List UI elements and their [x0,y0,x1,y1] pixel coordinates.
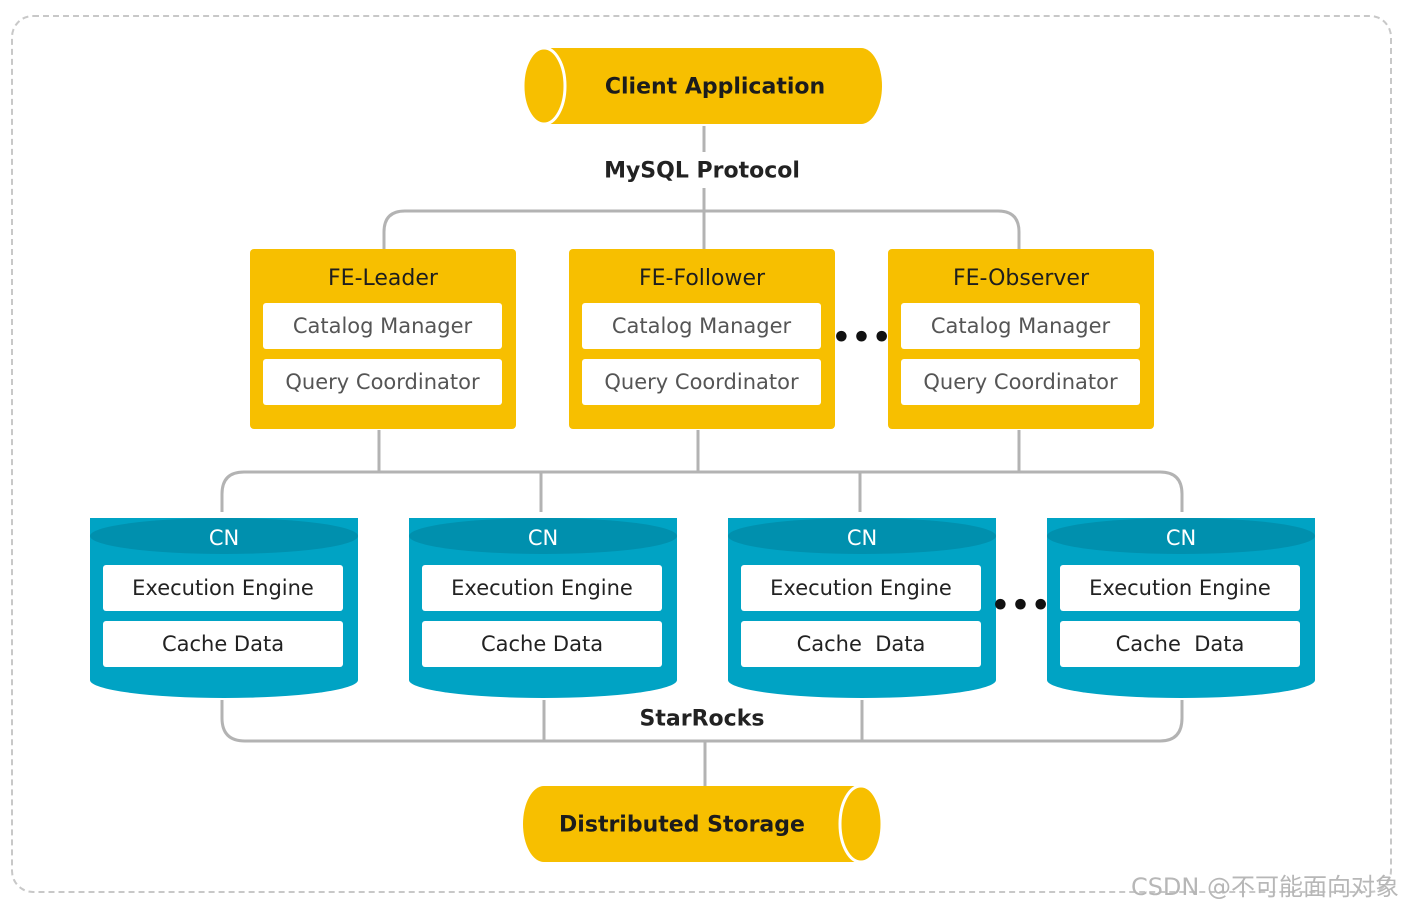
cn-title: CN [846,526,878,550]
cn-node: CN Execution Engine Cache Data [90,518,358,698]
cn-cylinder-top [728,518,996,554]
cn-cylinder-top [409,518,677,554]
starrocks-label: StarRocks [633,706,771,732]
client-cylinder [521,46,882,126]
protocol-label: MySQL Protocol [604,158,800,184]
fe-node-observer: FE-Observer Catalog Manager Query Coordi… [888,249,1154,429]
execution-engine-box: Execution Engine [1060,565,1300,611]
storage-cylinder [523,784,884,864]
cn-node: CN Execution Engine Cache Data [409,518,677,698]
diagram-frame [11,15,1392,893]
fe-node-title: FE-Follower [638,266,766,291]
cache-data-box: Cache Data [741,621,981,667]
cn-title: CN [208,526,240,550]
query-coordinator-box: Query Coordinator [901,359,1140,405]
fe-node-title: FE-Leader [328,266,438,291]
cache-data-box: Cache Data [103,621,343,667]
cn-node: CN Execution Engine Cache Data [1047,518,1315,698]
watermark: CSDN @不可能面向对象 [1130,873,1399,901]
cn-cylinder-top [1047,518,1315,554]
cn-title: CN [1165,526,1197,550]
distributed-storage-label: Distributed Storage [559,812,805,838]
cn-node: CN Execution Engine Cache Data [728,518,996,698]
client-application-label: Client Application [604,74,826,100]
cn-title: CN [527,526,559,550]
cache-data-box: Cache Data [1060,621,1300,667]
cn-ellipsis: ••• [990,588,1052,624]
fe-node-follower: FE-Follower Catalog Manager Query Coordi… [569,249,835,429]
catalog-manager-box: Catalog Manager [582,303,821,349]
execution-engine-box: Execution Engine [103,565,343,611]
cn-bus [220,470,1184,512]
query-coordinator-box: Query Coordinator [263,359,502,405]
cache-data-box: Cache Data [422,621,662,667]
catalog-manager-box: Catalog Manager [263,303,502,349]
cn-cylinder-top [90,518,358,554]
execution-engine-box: Execution Engine [741,565,981,611]
fe-node-title: FE-Observer [952,266,1090,291]
catalog-manager-box: Catalog Manager [901,303,1140,349]
fe-bus [382,209,1021,250]
fe-node-leader: FE-Leader Catalog Manager Query Coordina… [250,249,516,429]
storage-bus [220,700,1184,743]
query-coordinator-box: Query Coordinator [582,359,821,405]
fe-ellipsis: ••• [831,320,893,356]
execution-engine-box: Execution Engine [422,565,662,611]
